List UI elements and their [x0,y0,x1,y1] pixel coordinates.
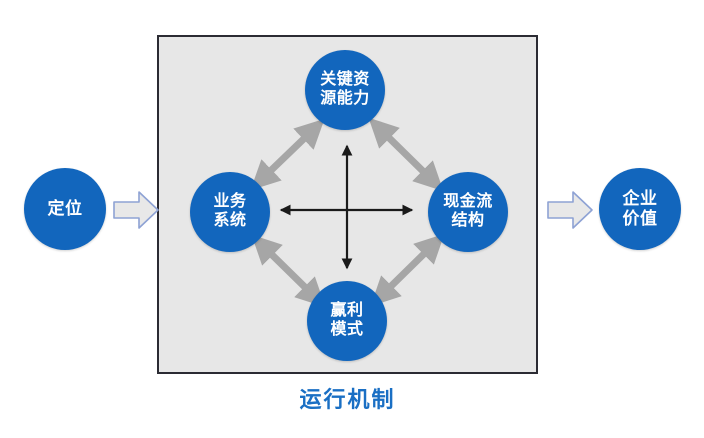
node-cash-flow-line-2: 结构 [451,212,485,229]
outbound-flow-arrow-icon [547,191,593,229]
node-key-resource-capability[interactable]: 关键资 源能力 [305,50,385,130]
node-enterprise-value[interactable]: 企业 价值 [599,168,681,250]
node-profit-model-line-1: 赢利 [330,302,364,320]
node-cash-flow-line-1: 现金流 [443,193,493,211]
inbound-flow-arrow-icon [113,191,159,229]
node-key-resource-line-2: 源能力 [320,90,370,107]
node-key-resource-line-1: 关键资 [320,71,370,89]
node-enterprise-value-line-1: 企业 [622,188,658,208]
node-business-system-line-2: 系统 [213,212,247,229]
node-profit-model[interactable]: 赢利 模式 [307,281,387,361]
node-positioning[interactable]: 定位 [24,168,106,250]
node-business-system[interactable]: 业务 系统 [190,172,270,252]
node-profit-model-line-2: 模式 [330,321,364,338]
node-business-system-line-1: 业务 [213,193,247,211]
panel-caption: 运行机制 [299,387,396,412]
node-enterprise-value-line-2: 价值 [622,209,658,228]
node-positioning-line-1: 定位 [47,198,83,218]
node-cash-flow-structure[interactable]: 现金流 结构 [428,172,508,252]
